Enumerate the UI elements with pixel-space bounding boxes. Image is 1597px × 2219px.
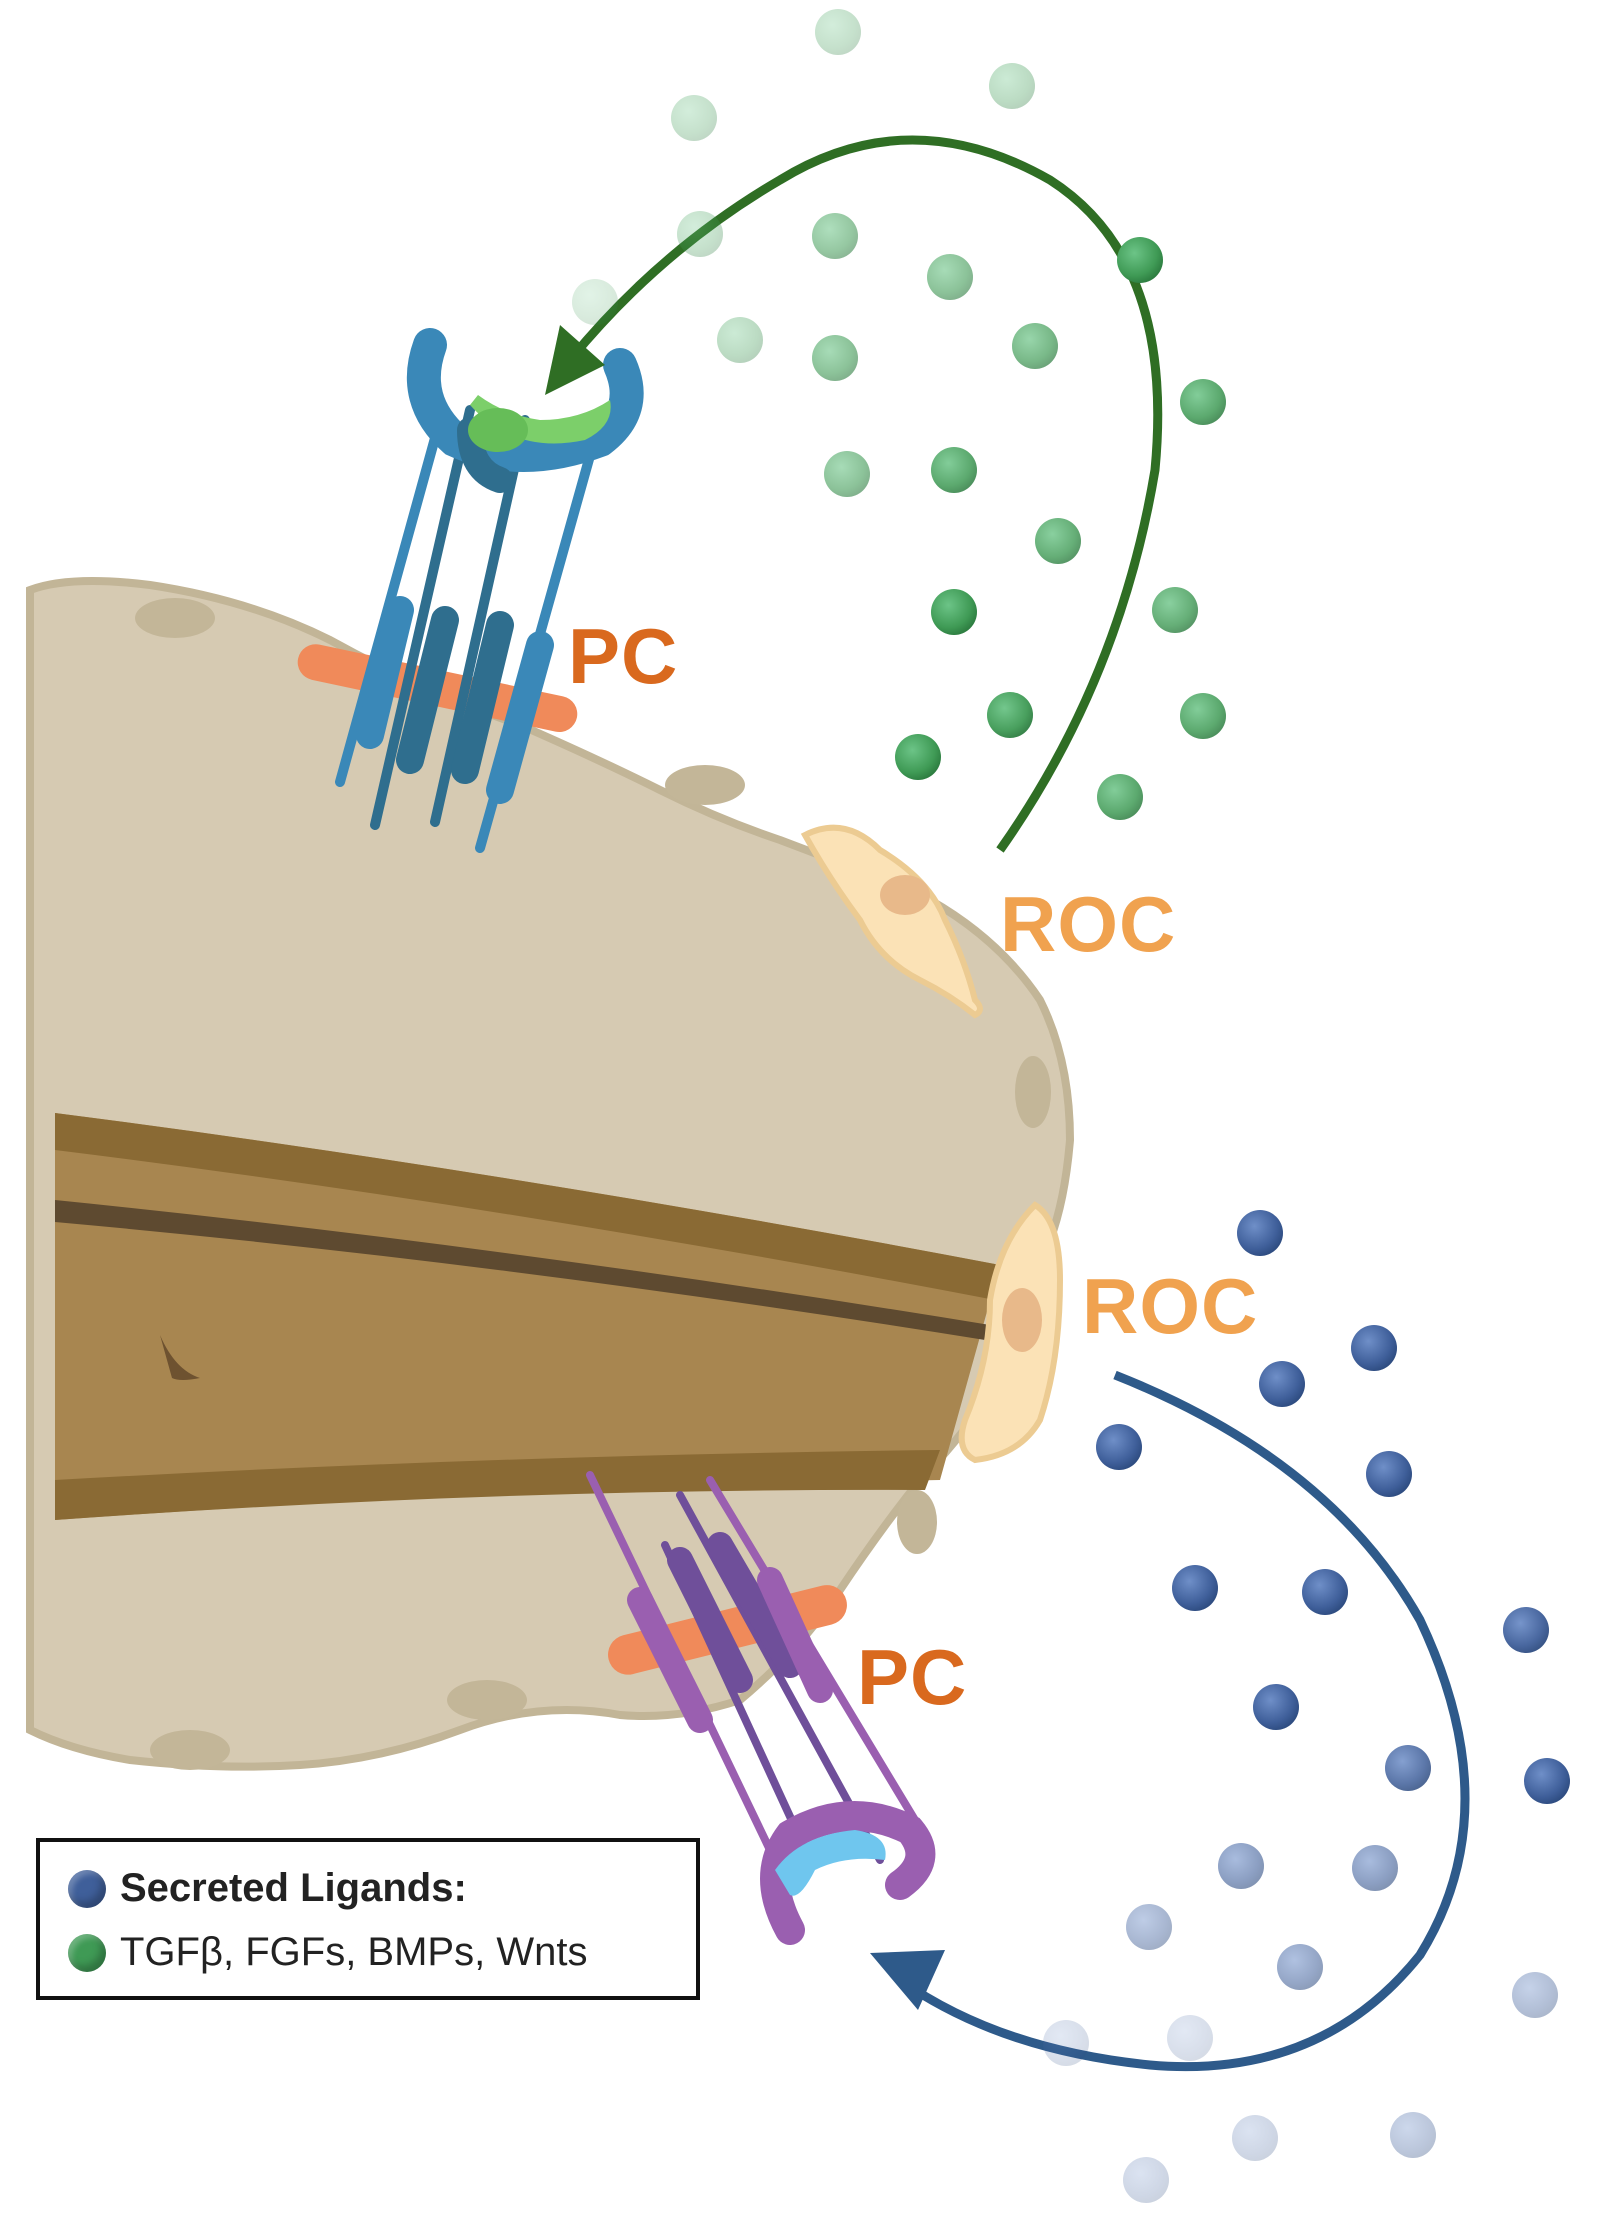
ligand-dot	[1385, 1745, 1431, 1791]
cell-nucleus	[135, 598, 215, 638]
shaft-dark-stripe	[55, 1200, 990, 1340]
ligand-dot	[895, 734, 941, 780]
cell-nucleus	[447, 1680, 527, 1720]
green-arrowhead	[545, 325, 605, 395]
pc-label-top: PC	[568, 612, 679, 700]
ligand-dot	[1172, 1565, 1218, 1611]
roc-nucleus	[880, 875, 930, 915]
legend-box: Secreted Ligands: TGFβ, FGFs, BMPs, Wnts	[36, 1838, 700, 2000]
ligand-dot	[1167, 2015, 1213, 2061]
ligand-dot	[1277, 1944, 1323, 1990]
ligand-dot	[931, 589, 977, 635]
ligand-dot	[1123, 2157, 1169, 2203]
ligand-dot	[1524, 1758, 1570, 1804]
cell-nucleus	[150, 1730, 230, 1770]
ligand-dot	[931, 447, 977, 493]
ligand-dot	[989, 63, 1035, 109]
ligand-dot	[1117, 237, 1163, 283]
pc-label-bottom: PC	[857, 1633, 968, 1721]
shaft-lower-band	[55, 1450, 940, 1520]
shaft-notch	[160, 1335, 200, 1380]
cell-nucleus	[1015, 1056, 1051, 1128]
ligand-dot	[987, 692, 1033, 738]
blue-arrowhead	[870, 1950, 945, 2010]
ligand-dot	[1351, 1325, 1397, 1371]
ligand-dot	[1035, 518, 1081, 564]
ligand-dot	[927, 254, 973, 300]
ligand-dot	[1390, 2112, 1436, 2158]
ligand-dot	[1512, 1972, 1558, 2018]
ligand-dot	[1253, 1684, 1299, 1730]
cell-nucleus	[897, 1490, 937, 1554]
ligand-dot	[717, 317, 763, 363]
green-feedback-arrow	[566, 135, 1163, 853]
ligand-dot	[1096, 1424, 1142, 1470]
ligand-dot	[812, 335, 858, 381]
ligand-bound-bottom	[775, 1830, 886, 1896]
cell-nucleus	[665, 765, 745, 805]
roc-label-bottom: ROC	[1082, 1262, 1259, 1350]
blue-dot-icon	[68, 1869, 106, 1908]
ligand-dot	[1097, 774, 1143, 820]
ligand-dot	[1218, 1843, 1264, 1889]
ligand-dot	[1232, 2115, 1278, 2161]
ligand-dot	[824, 451, 870, 497]
ligand-dot	[812, 213, 858, 259]
ligand-dot	[677, 211, 723, 257]
ligand-dot	[572, 279, 618, 325]
ligand-dot	[1043, 2020, 1089, 2066]
legend-items: TGFβ, FGFs, BMPs, Wnts	[120, 1930, 588, 1974]
ligand-dot	[1152, 587, 1198, 633]
tissue-section	[26, 577, 1075, 1771]
ligand-dot	[1012, 323, 1058, 369]
ligand-dot	[1126, 1904, 1172, 1950]
roc-nucleus	[1002, 1288, 1042, 1352]
roc-label-top: ROC	[1000, 880, 1177, 968]
hair-shaft	[55, 1113, 1000, 1520]
roc-cell-top	[800, 824, 983, 1019]
green-dot-icon	[68, 1933, 106, 1972]
legend-title: Secreted Ligands:	[120, 1866, 467, 1910]
receptor-complex-bottom	[586, 1471, 936, 1945]
blue-ligands	[1043, 1210, 1570, 2203]
ligand-dot	[1302, 1569, 1348, 1615]
ligand-dot	[815, 9, 861, 55]
green-ligands	[572, 9, 1226, 820]
legend-row-title: Secreted Ligands:	[68, 1866, 467, 1911]
ligand-dot	[1503, 1607, 1549, 1653]
shaft-upper-band	[55, 1113, 1000, 1300]
ligand-dot	[1352, 1845, 1398, 1891]
ligand-dot	[1180, 379, 1226, 425]
ligand-dot	[1180, 693, 1226, 739]
roc-cells	[800, 824, 1064, 1464]
ligand-dot	[1259, 1361, 1305, 1407]
ligand-dot	[671, 95, 717, 141]
ligand-dot	[1366, 1451, 1412, 1497]
legend-row-items: TGFβ, FGFs, BMPs, Wnts	[68, 1930, 587, 1975]
receptor-complex-top	[335, 328, 644, 853]
ligand-dot	[1237, 1210, 1283, 1256]
